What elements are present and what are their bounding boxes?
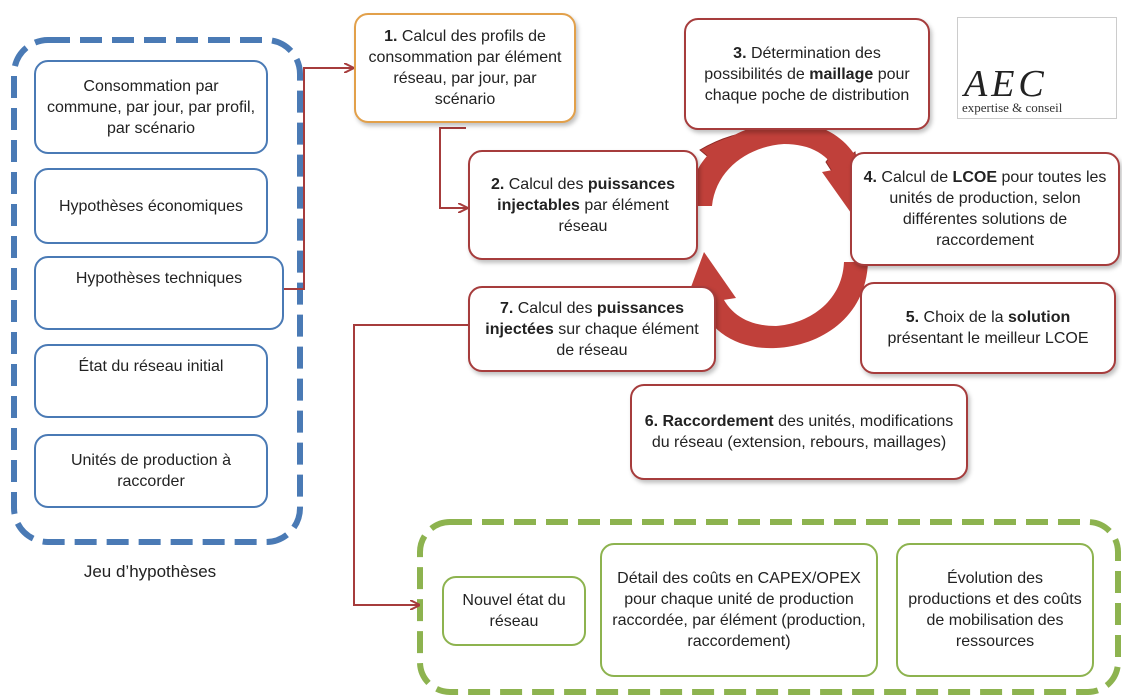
- output-evolution: Évolution des productions et des coûts d…: [896, 543, 1094, 677]
- hypothesis-economiques-label: Hypothèses économiques: [58, 197, 244, 215]
- step-7-bold: puissances injectées: [485, 299, 685, 338]
- arrow-step1-to-step2: [439, 127, 466, 208]
- step-4: 4. Calcul de LCOE pour toutes les unités…: [850, 152, 1120, 266]
- step-3: 3. Détermination des possibilités de mai…: [684, 18, 930, 130]
- step-3-bold: maillage: [809, 65, 874, 83]
- step-1-text: 1. Calcul des profils de consommation pa…: [366, 26, 564, 110]
- step-3-post: pour chaque poche de distribution: [704, 65, 910, 104]
- step-7: 7. Calcul des puissances injectées sur c…: [468, 286, 716, 372]
- step-2-number: 2.: [490, 175, 505, 193]
- hypothesis-unites-production: Unités de production à raccorder: [34, 434, 268, 508]
- step-6-post: des unités, modifications du réseau (ext…: [651, 413, 954, 451]
- step-4-bold: LCOE: [952, 169, 997, 186]
- hypothesis-consommation: Consommation par commune, par jour, par …: [34, 60, 268, 154]
- output-detail-couts: Détail des coûts en CAPEX/OPEX pour chaq…: [600, 543, 878, 677]
- arrow-hypotheses-to-step1: [284, 68, 352, 290]
- output-nouvel-etat: Nouvel état du réseau: [442, 576, 586, 646]
- step-7-number: 7.: [499, 299, 514, 317]
- step-6-number: 6.: [644, 413, 659, 430]
- step-1: 1. Calcul des profils de consommation pa…: [354, 13, 576, 123]
- step-2-pre: Calcul des: [508, 175, 584, 193]
- step-2-text: 2. Calcul des puissances injectables par…: [480, 174, 686, 237]
- aec-logo-main: AEC: [964, 63, 1048, 105]
- output-detail-couts-label: Détail des coûts en CAPEX/OPEX pour chaq…: [612, 570, 866, 650]
- hypothesis-techniques: Hypothèses techniques: [34, 256, 284, 330]
- step-7-text: 7. Calcul des puissances injectées sur c…: [480, 298, 704, 361]
- aec-logo-subtitle: expertise & conseil: [962, 100, 1063, 115]
- hypothesis-unites-production-label: Unités de production à raccorder: [70, 452, 232, 490]
- step-2-bold: puissances injectables: [497, 175, 676, 214]
- step-4-number: 4.: [863, 169, 877, 186]
- step-2: 2. Calcul des puissances injectables par…: [468, 150, 698, 260]
- step-4-pre: Calcul de: [881, 169, 949, 186]
- hypothesis-etat-reseau: État du réseau initial: [34, 344, 268, 418]
- step-6-text: 6. Raccordement des unités, modification…: [642, 411, 956, 453]
- step-3-text: 3. Détermination des possibilités de mai…: [696, 43, 918, 106]
- hypothesis-etat-reseau-label: État du réseau initial: [78, 358, 224, 375]
- step-3-number: 3.: [733, 44, 747, 62]
- outputs-group-border: [417, 519, 1121, 695]
- step-1-label: Calcul des profils de consommation par é…: [368, 28, 562, 108]
- hypotheses-caption: Jeu d’hypothèses: [83, 562, 217, 581]
- step-5-post: présentant le meilleur LCOE: [887, 330, 1089, 347]
- arrow-step7-to-outputs: [353, 324, 470, 605]
- aec-logo: AEC expertise & conseil: [957, 17, 1117, 119]
- step-6: 6. Raccordement des unités, modification…: [630, 384, 968, 480]
- cycle-arrow-bottom-body: [698, 262, 868, 349]
- step-5-bold: solution: [1008, 309, 1071, 326]
- hypothesis-techniques-label: Hypothèses techniques: [75, 270, 243, 287]
- step-3-pre: Détermination des possibilités de: [704, 44, 881, 83]
- output-nouvel-etat-label: Nouvel état du réseau: [462, 592, 566, 630]
- step-7-pre: Calcul des: [517, 299, 593, 317]
- step-7-post: sur chaque élément de réseau: [556, 320, 699, 359]
- step-5-text: 5. Choix de la solution présentant le me…: [872, 307, 1104, 349]
- hypothesis-economiques: Hypothèses économiques: [34, 168, 268, 244]
- output-evolution-label: Évolution des productions et des coûts d…: [908, 570, 1082, 650]
- step-5-pre: Choix de la: [923, 309, 1004, 326]
- hypotheses-group-border: [11, 37, 303, 545]
- step-5: 5. Choix de la solution présentant le me…: [860, 282, 1116, 374]
- step-2-post: par élément réseau: [558, 196, 669, 235]
- step-6-bold: Raccordement: [662, 413, 774, 430]
- step-1-number: 1.: [384, 28, 398, 45]
- cycle-arrow-top-body: [688, 121, 862, 206]
- hypothesis-consommation-label: Consommation par commune, par jour, par …: [46, 77, 256, 137]
- step-5-number: 5.: [905, 309, 920, 326]
- step-4-text: 4. Calcul de LCOE pour toutes les unités…: [862, 167, 1108, 251]
- step-4-post: pour toutes les unités de production, se…: [889, 169, 1107, 249]
